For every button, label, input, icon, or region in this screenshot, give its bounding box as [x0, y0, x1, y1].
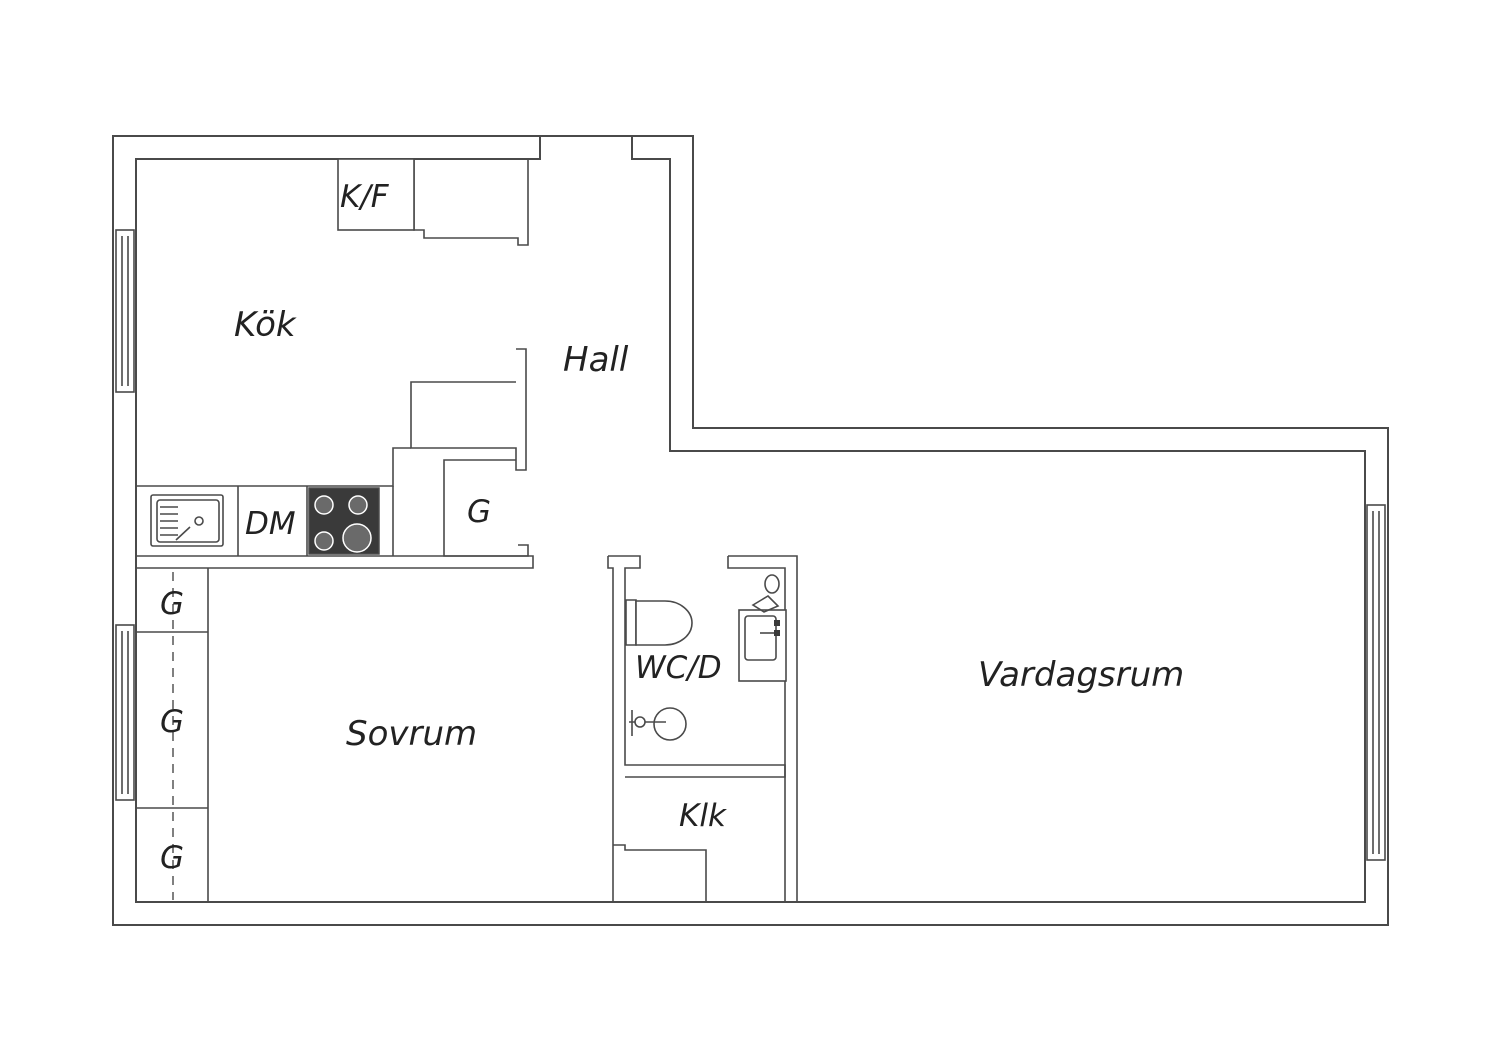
- window-bedroom: [115, 624, 135, 801]
- shower-drain-icon: [629, 707, 687, 741]
- exterior-wall: [112, 135, 1389, 926]
- sink-icon: [150, 494, 224, 547]
- kitchen-hall-partition-bottom: [410, 348, 527, 471]
- room-label-hall: Hall: [563, 340, 629, 380]
- room-label-living-room: Vardagsrum: [978, 655, 1184, 695]
- window-living-room: [1366, 504, 1386, 861]
- bathroom-wall-inner: [625, 556, 786, 778]
- label-wardrobe: G: [160, 840, 184, 876]
- label-dishwasher: DM: [245, 506, 296, 542]
- kitchen-counter-edge: [136, 447, 411, 487]
- bathroom-wall-right: [728, 555, 798, 902]
- room-label-bathroom: WC/D: [635, 650, 722, 686]
- stove-icon: [308, 487, 380, 555]
- closet-partition: [613, 844, 707, 902]
- washbasin-icon: [738, 574, 787, 682]
- room-label-kitchen: Kök: [234, 305, 297, 345]
- room-label-bedroom: Sovrum: [346, 714, 477, 754]
- room-label-closet: Klk: [679, 798, 727, 834]
- label-wardrobe: G: [160, 586, 184, 622]
- kitchen-bedroom-wall: [136, 486, 534, 569]
- label-wardrobe: G: [160, 704, 184, 740]
- bedroom-wardrobes: [136, 568, 209, 902]
- label-fridge-freezer: K/F: [340, 179, 390, 215]
- label-hall-wardrobe: G: [467, 494, 491, 530]
- bathroom-wall-outer: [607, 556, 614, 902]
- fridge-freezer-unit: [337, 158, 415, 231]
- window-kitchen: [115, 229, 135, 393]
- kitchen-hall-partition-top: [413, 159, 529, 246]
- toilet-icon: [625, 599, 693, 646]
